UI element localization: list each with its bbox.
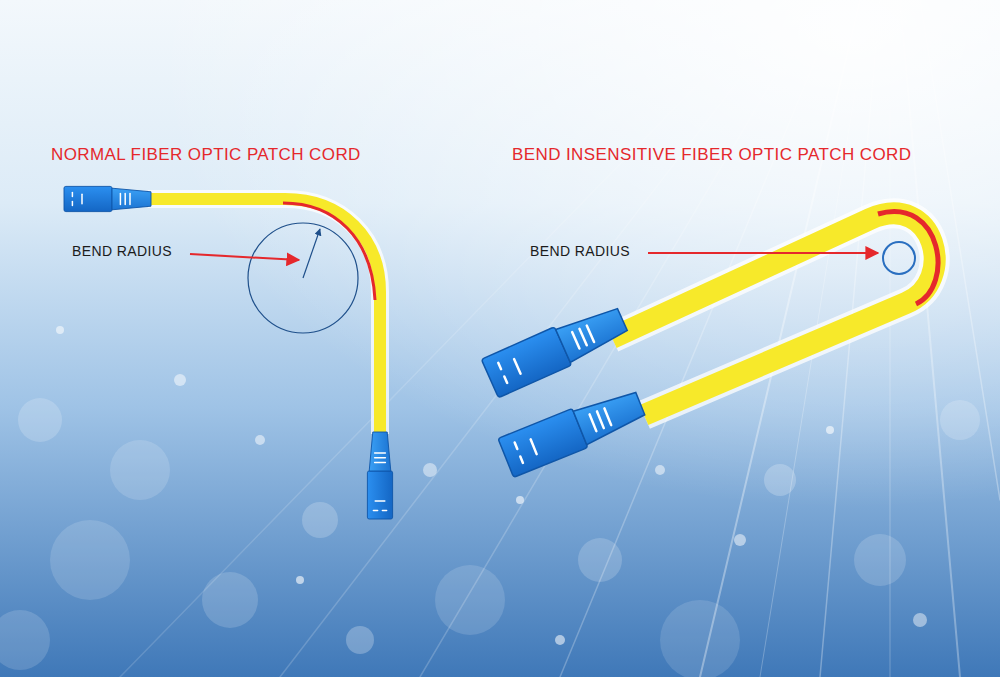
section-title: NORMAL FIBER OPTIC PATCH CORD xyxy=(51,145,361,165)
fiber-connector xyxy=(498,384,648,477)
bend-highlight xyxy=(878,212,938,304)
pointer-arrow xyxy=(648,252,878,254)
section-title: BEND INSENSITIVE FIBER OPTIC PATCH CORD xyxy=(512,145,911,165)
callout-label: BEND RADIUS xyxy=(72,241,172,261)
bend-radius-circle xyxy=(248,223,358,333)
fiber-connector xyxy=(367,432,392,519)
fiber-cord xyxy=(612,213,935,415)
pointer-arrow xyxy=(190,254,299,260)
bend-radius-circle xyxy=(883,242,915,274)
callout-label: BEND RADIUS xyxy=(530,241,630,261)
fiber-connector xyxy=(64,186,151,211)
radius-line xyxy=(303,229,320,278)
cord-glow xyxy=(148,199,380,434)
normal-patch-cord xyxy=(64,186,393,519)
fiber-connector xyxy=(481,300,631,397)
cord-glow xyxy=(612,213,935,415)
bend-insensitive-patch-cord xyxy=(481,212,938,478)
fiber-streaks xyxy=(120,0,1000,677)
fiber-cord xyxy=(148,199,380,434)
bend-highlight xyxy=(283,203,375,300)
